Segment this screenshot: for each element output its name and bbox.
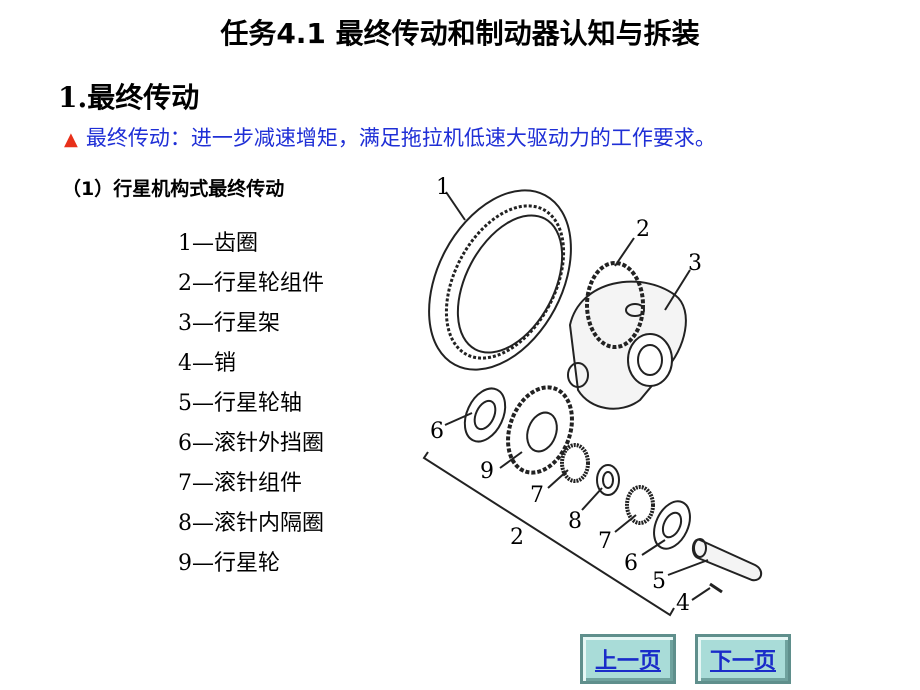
label-needle-bearing-left: 7 bbox=[530, 483, 544, 508]
label-needle-bearing-right: 7 bbox=[598, 529, 612, 554]
legend-item: 9—行星轮 bbox=[178, 551, 280, 576]
legend-item: 3—行星架 bbox=[178, 311, 280, 336]
legend-item: 2—行星轮组件 bbox=[178, 271, 324, 296]
inner-spacer bbox=[596, 464, 620, 496]
red-triangle-icon: ▲ bbox=[64, 129, 78, 150]
needle-bearing-right bbox=[625, 485, 655, 525]
outer-washer-right bbox=[653, 500, 691, 550]
next-page-label: 下一页 bbox=[709, 649, 776, 674]
label-planet-gear-assembly-top: 2 bbox=[636, 217, 650, 242]
needle-bearing-left bbox=[560, 443, 590, 483]
section-heading: 1.最终传动 bbox=[58, 81, 200, 114]
planet-shaft bbox=[692, 538, 763, 582]
ring-gear-outer bbox=[428, 189, 572, 371]
label-outer-washer-right: 6 bbox=[624, 551, 638, 576]
planet-gear bbox=[506, 385, 574, 475]
pin bbox=[709, 582, 723, 594]
prev-page-label: 上一页 bbox=[594, 649, 661, 674]
legend-item: 7—滚针组件 bbox=[178, 471, 302, 496]
subheading: （1）行星机构式最终传动 bbox=[62, 178, 285, 200]
next-page-button[interactable]: 下一页 bbox=[695, 634, 791, 684]
bullet-text: 最终传动：进一步减速增矩，满足拖拉机低速大驱动力的工作要求。 bbox=[85, 126, 716, 150]
label-planet-gear: 9 bbox=[480, 459, 494, 484]
label-outer-washer-left: 6 bbox=[430, 419, 444, 444]
parts-legend: 1—齿圈 2—行星轮组件 3—行星架 4—销 5—行星轮轴 6—滚针外挡圈 7—… bbox=[178, 224, 324, 584]
label-pin: 4 bbox=[676, 591, 690, 616]
label-assembly-bracket: 2 bbox=[510, 525, 524, 550]
legend-item: 1—齿圈 bbox=[178, 231, 258, 256]
label-ring-gear: 1 bbox=[436, 175, 450, 200]
label-planet-carrier: 3 bbox=[688, 251, 702, 276]
prev-page-button[interactable]: 上一页 bbox=[580, 634, 676, 684]
outer-washer-left bbox=[463, 387, 507, 443]
slide-title: 任务4.1 最终传动和制动器认知与拆装 bbox=[220, 17, 700, 50]
label-inner-spacer: 8 bbox=[568, 509, 582, 534]
label-planet-shaft: 5 bbox=[652, 569, 666, 594]
planetary-final-drive-exploded-view: 1 2 3 6 9 7 8 7 2 6 5 4 bbox=[422, 175, 763, 617]
legend-item: 5—行星轮轴 bbox=[178, 391, 302, 416]
legend-item: 6—滚针外挡圈 bbox=[178, 431, 324, 456]
assembly-bracket bbox=[422, 451, 675, 617]
upper-planet-gear bbox=[585, 261, 645, 349]
bullet-point: ▲ 最终传动：进一步减速增矩，满足拖拉机低速大驱动力的工作要求。 bbox=[64, 122, 716, 152]
legend-item: 8—滚针内隔圈 bbox=[178, 511, 324, 536]
legend-item: 4—销 bbox=[178, 351, 236, 376]
